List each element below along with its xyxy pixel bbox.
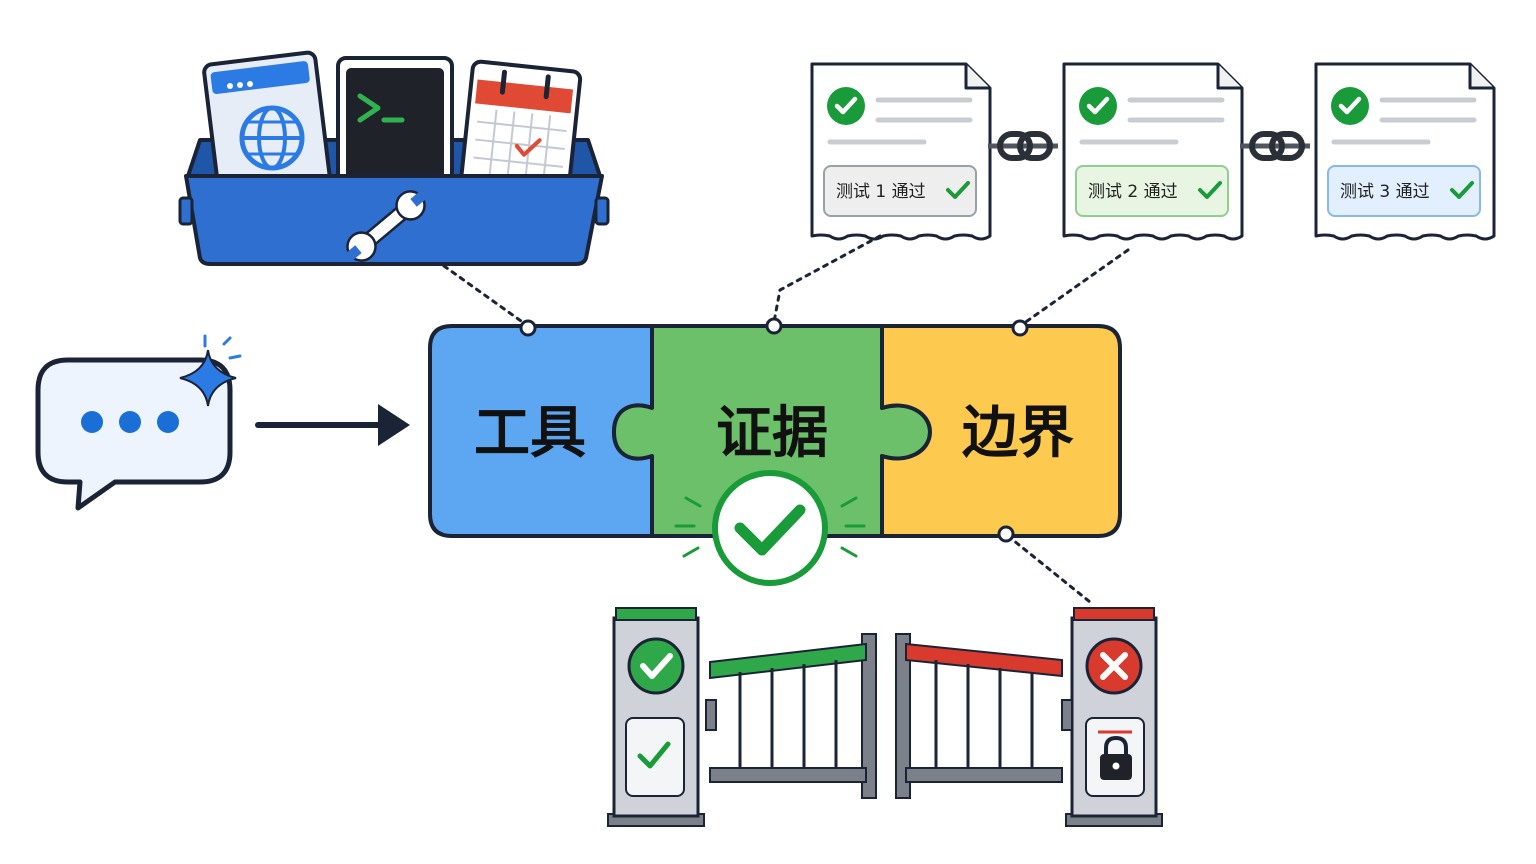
pass-check-icon	[1450, 181, 1474, 199]
success-check-icon	[674, 470, 866, 586]
joint-node	[519, 319, 537, 337]
chat-bubble-icon	[35, 357, 233, 511]
joint-node	[997, 525, 1015, 543]
connector-toolbox-tools	[442, 264, 530, 328]
globe-icon	[202, 50, 334, 216]
pass-check-icon	[1198, 181, 1222, 199]
connector-boundary-gate	[1006, 534, 1092, 604]
connector-report1-evidence	[772, 234, 882, 324]
flow-arrow-icon	[255, 404, 410, 446]
check-circle-icon	[827, 87, 865, 125]
lock-icon	[1100, 735, 1132, 780]
check-circle-icon	[1079, 87, 1117, 125]
connector-report3-boundary	[1018, 248, 1130, 328]
gate-right-locked	[895, 607, 1163, 827]
puzzle-label-evidence: 证据	[716, 401, 828, 466]
puzzle-piece-boundary	[880, 324, 1122, 538]
pass-status-icon	[627, 637, 685, 695]
puzzle-label-boundary: 边界	[962, 401, 1074, 466]
pass-check-icon	[946, 181, 970, 199]
test-report-label: 测试 3 通过	[1340, 182, 1430, 202]
chain-link-icon	[988, 131, 1058, 161]
test-report-label: 测试 1 通过	[836, 182, 926, 202]
check-circle-icon	[1331, 87, 1369, 125]
test-reports: 测试 1 通过 测试 2 通过 测试 3 通过	[810, 62, 1496, 241]
test-report-card: 测试 2 通过	[1062, 62, 1244, 241]
test-report-card: 测试 1 通过	[810, 62, 992, 241]
sparkle-icon	[179, 334, 242, 407]
puzzle: 工具 证据 边界	[428, 317, 1122, 586]
pass-check-icon	[637, 741, 671, 769]
gate-left-open	[607, 607, 877, 827]
wrench-icon	[344, 190, 428, 262]
puzzle-label-tools: 工具	[474, 401, 586, 466]
joint-node	[765, 317, 783, 335]
test-report-label: 测试 2 通过	[1088, 182, 1178, 202]
joint-node	[1011, 319, 1029, 337]
test-report-card: 测试 3 通过	[1314, 62, 1496, 241]
toolbox	[178, 50, 610, 266]
connector-lines	[442, 234, 1130, 604]
chain-link-icon	[1240, 131, 1310, 161]
